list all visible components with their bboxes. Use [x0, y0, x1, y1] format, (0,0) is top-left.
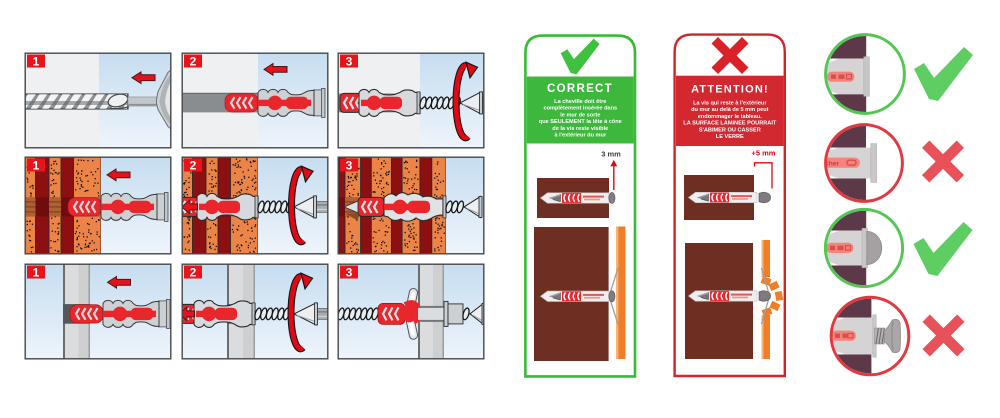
svg-text:La cheville doit être: La cheville doit être [554, 99, 606, 105]
svg-text:+5 mm: +5 mm [752, 149, 776, 158]
svg-text:ATTENTION!: ATTENTION! [691, 84, 769, 96]
svg-text:2: 2 [190, 54, 197, 68]
svg-text:que SEULEMENT la tête à cône: que SEULEMENT la tête à cône [539, 119, 622, 125]
svg-text:S'ABIMER OU CASSER: S'ABIMER OU CASSER [699, 127, 761, 133]
svg-text:3 mm: 3 mm [601, 150, 621, 159]
svg-text:3: 3 [346, 158, 353, 172]
svg-text:CORRECT: CORRECT [547, 83, 613, 95]
svg-text:1: 1 [33, 158, 40, 172]
svg-text:endommager le tableau.: endommager le tableau. [698, 114, 762, 120]
svg-text:cher: cher [825, 161, 840, 168]
svg-text:le mur de sorte: le mur de sorte [560, 112, 600, 118]
svg-text:3: 3 [346, 265, 353, 279]
svg-text:complètement insérée dans: complètement insérée dans [543, 106, 617, 112]
svg-text:1: 1 [33, 54, 40, 68]
svg-text:La vis qui reste à l'extérieur: La vis qui reste à l'extérieur [693, 101, 767, 107]
svg-text:3: 3 [346, 54, 353, 68]
svg-text:du mur au delà de 5 mm peut: du mur au delà de 5 mm peut [691, 107, 769, 113]
svg-text:LA SURFACE LAMINEE POURRAIT: LA SURFACE LAMINEE POURRAIT [683, 121, 777, 127]
svg-text:LE VERRE: LE VERRE [716, 134, 744, 140]
svg-text:2: 2 [190, 158, 197, 172]
svg-text:1: 1 [33, 265, 40, 279]
svg-text:de la vis reste visible: de la vis reste visible [552, 126, 608, 132]
svg-text:à l'extérieur du mur: à l'extérieur du mur [554, 133, 607, 139]
svg-text:2: 2 [190, 265, 197, 279]
